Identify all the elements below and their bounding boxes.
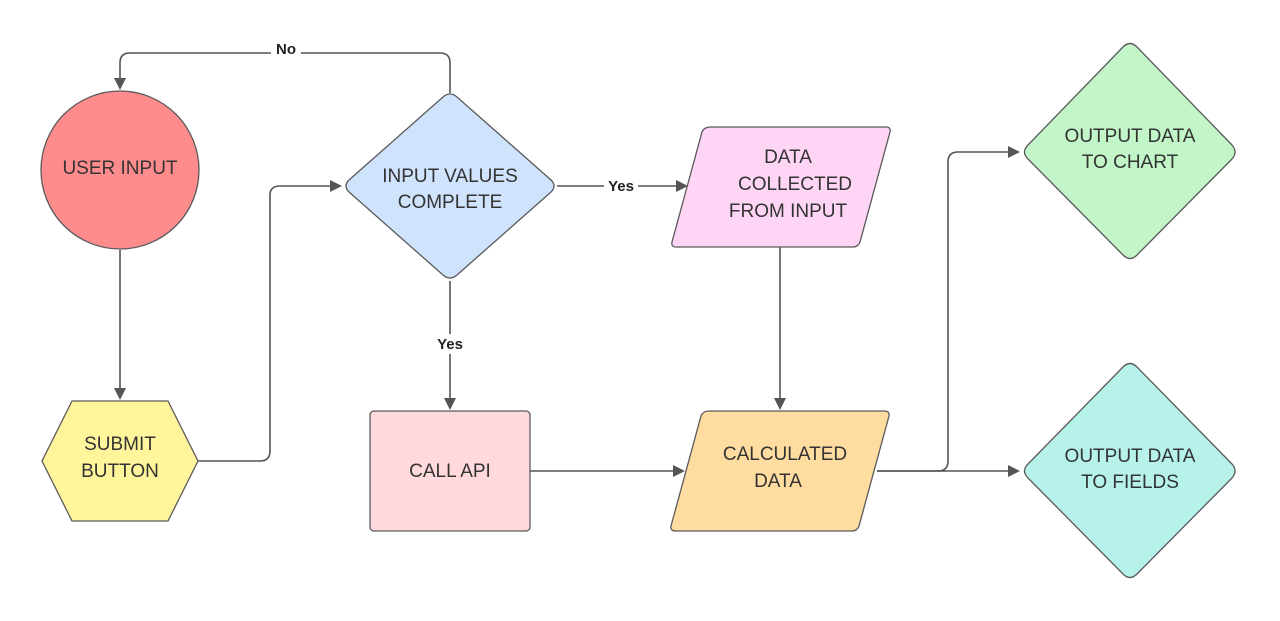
node-user-input: USER INPUT [40,90,200,250]
calculated-data-label-1: CALCULATED [723,444,847,465]
edge-labels: No Yes Yes [271,40,638,354]
output-chart-diamond [1023,42,1236,260]
submit-button-hexagon [41,400,199,522]
node-call-api: CALL API [369,410,531,532]
output-fields-label-2: TO FIELDS [1081,472,1179,493]
calculated-data-parallelogram [670,410,890,532]
decision-label-1: INPUT VALUES [382,166,518,187]
edge-label-no: No [276,41,296,58]
call-api-label-1: CALL API [409,461,491,482]
node-output-fields: OUTPUT DATA TO FIELDS [1023,362,1236,579]
label-bg-yes-right [604,177,638,195]
data-collected-label-1: DATA [764,147,812,168]
edge-no-to-user-input [114,52,451,93]
label-bg-yes-down [432,334,468,354]
submit-button-label-1: SUBMIT [84,434,156,455]
user-input-circle [40,90,200,250]
decision-diamond [345,93,555,279]
edge-label-yes-right: Yes [608,178,634,195]
edge-label-yes-down: Yes [437,336,463,353]
submit-button-label-2: BUTTON [81,461,159,482]
decision-label-2: COMPLETE [398,192,503,213]
data-collected-label-3: FROM INPUT [729,201,848,222]
user-input-label-1: USER INPUT [62,158,177,179]
data-collected-parallelogram [671,126,891,248]
node-output-chart: OUTPUT DATA TO CHART [1023,42,1236,260]
label-bg-no [271,40,301,58]
node-input-values-complete: INPUT VALUES COMPLETE [345,93,555,279]
call-api-rect [369,410,531,532]
node-data-collected: DATA COLLECTED FROM INPUT [671,126,891,248]
data-collected-label-2: COLLECTED [738,174,852,195]
edge-calculated-to-output-chart [877,146,1020,472]
edges [114,52,1020,477]
output-chart-label-1: OUTPUT DATA [1065,126,1196,147]
calculated-data-label-2: DATA [754,471,802,492]
output-fields-diamond [1023,362,1236,579]
edge-submit-to-decision [198,180,342,462]
node-calculated-data: CALCULATED DATA [670,410,890,532]
node-submit-button: SUBMIT BUTTON [41,400,199,522]
output-chart-label-2: TO CHART [1082,152,1179,173]
output-fields-label-1: OUTPUT DATA [1065,446,1196,467]
